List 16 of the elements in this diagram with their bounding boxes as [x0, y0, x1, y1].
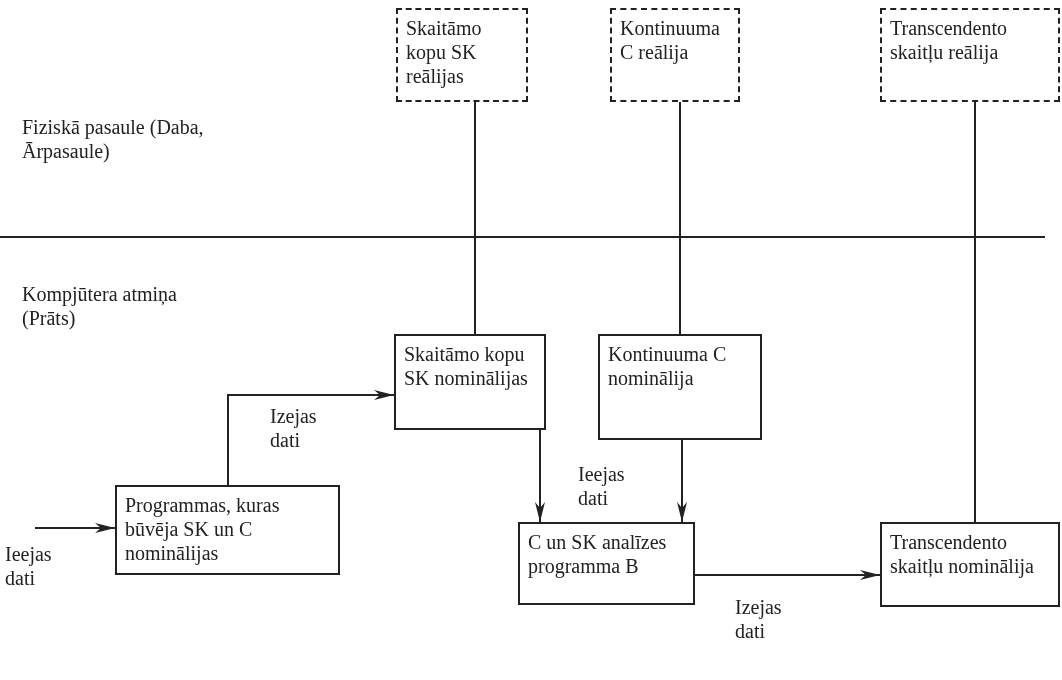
connector-line — [474, 101, 476, 335]
arrow — [227, 390, 395, 486]
process-box: Programmas, kuras būvēja SK un C nominālijas — [115, 485, 340, 575]
connector-line — [679, 101, 681, 335]
process-box: Transcendento skaitļu nominālija — [880, 522, 1060, 607]
dashed-box: Kontinuuma C reālija — [610, 8, 740, 102]
connector-line — [974, 101, 976, 523]
arrow — [34, 523, 116, 533]
arrow — [535, 429, 545, 523]
process-box: Kontinuuma C nominālija — [598, 334, 762, 440]
process-box: Skaitāmo kopu SK nominālijas — [394, 334, 546, 430]
dashed-box: Skaitāmo kopu SK reālijas — [396, 8, 528, 102]
dashed-box: Transcendento skaitļu reālija — [880, 8, 1060, 102]
arrow — [677, 439, 687, 523]
process-box: C un SK analīzes programma B — [518, 522, 695, 605]
arrow — [694, 570, 881, 580]
